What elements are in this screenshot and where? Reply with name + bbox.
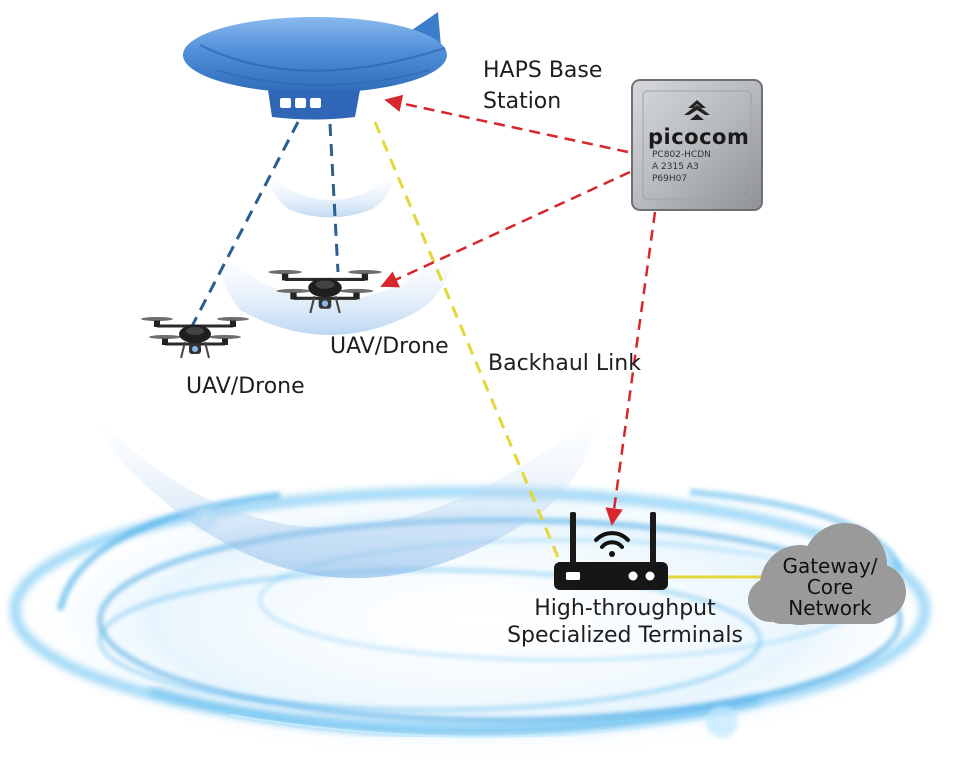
drone-icon-left (141, 317, 249, 359)
wifi-icon (594, 531, 630, 557)
chip-line-2: A 2315 A3 (652, 162, 699, 172)
signal-waves (100, 175, 600, 579)
chip-line-1: PC802-HCDN (652, 150, 711, 160)
router-icon (554, 512, 668, 590)
terminals-label-line-1: High-throughput (534, 596, 716, 621)
red-links (380, 94, 657, 526)
gateway-label-line-1: Gateway/ (782, 554, 878, 578)
uav-left-label: UAV/Drone (186, 374, 305, 399)
haps-base-station-label-line-1: HAPS Base (483, 58, 603, 83)
haps-base-station-label-line-2: Station (483, 89, 562, 114)
terminals-label-line-2: Specialized Terminals (507, 623, 743, 648)
blue-links (188, 121, 340, 331)
chip-brand: picocom (648, 125, 750, 149)
backhaul-link-line (373, 121, 772, 579)
airship-icon (183, 12, 447, 120)
chip-line-3: P69H07 (652, 174, 688, 184)
uav-center-label: UAV/Drone (330, 334, 449, 359)
gateway-label-line-2: Core (806, 575, 854, 599)
drone-icon-center (268, 269, 382, 314)
cloud-icon (748, 523, 906, 625)
backhaul-link-label: Backhaul Link (488, 351, 641, 376)
gateway-label-line-3: Network (788, 596, 872, 620)
chip-icon (631, 79, 763, 211)
drones (141, 269, 382, 359)
